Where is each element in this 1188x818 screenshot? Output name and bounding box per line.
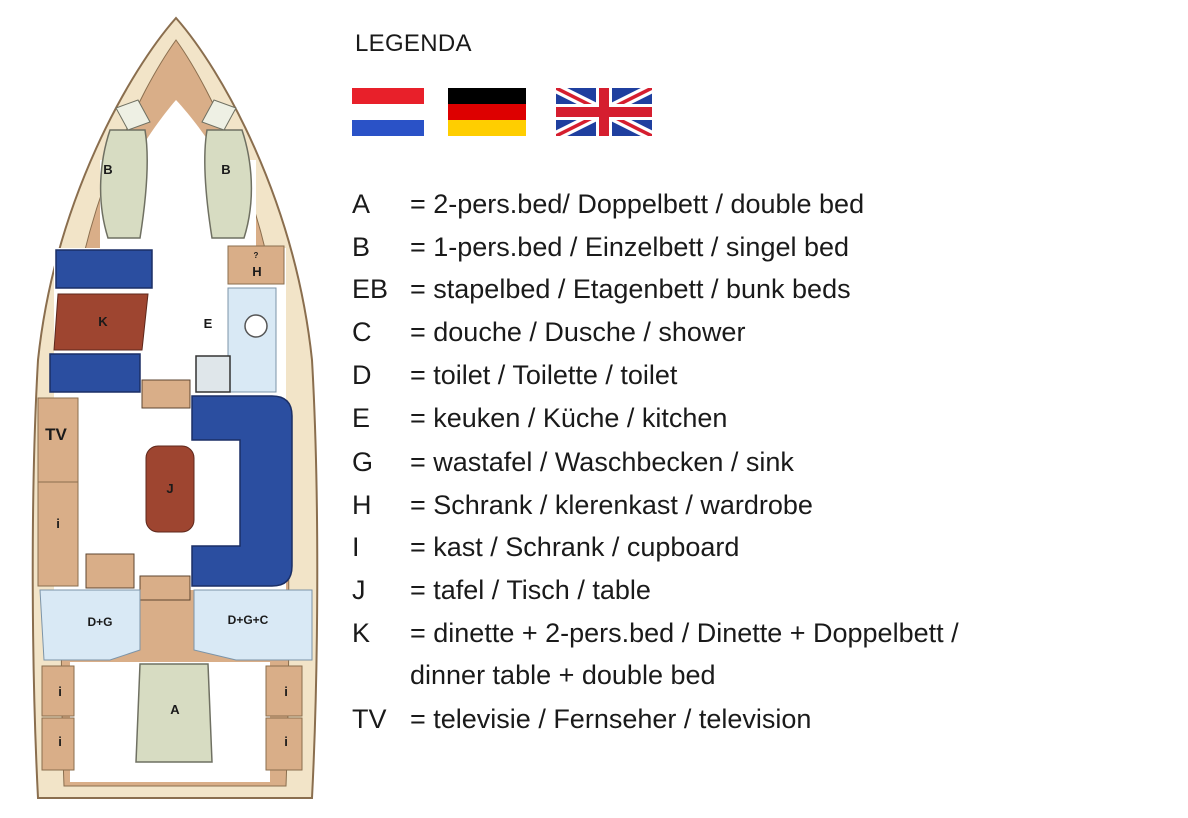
wardrobe-mark: ? <box>254 251 259 260</box>
legend-code: E <box>352 403 371 433</box>
legend-code: EB <box>352 274 389 304</box>
bed-starboard-label: B <box>221 162 230 177</box>
legend-code: D <box>352 360 372 390</box>
aft-bed <box>135 663 213 763</box>
german-flag-icon <box>448 88 526 136</box>
tv-cabinet <box>37 397 79 483</box>
legend-title: LEGENDA <box>355 30 472 57</box>
legend-text: = tafel / Tisch / table <box>410 575 651 605</box>
dutch-flag-icon <box>352 88 424 136</box>
aft-cupboard-1-label: i <box>58 684 62 699</box>
table-label: J <box>166 481 173 496</box>
legend-text: = keuken / Küche / kitchen <box>410 403 728 433</box>
legend-code: I <box>352 532 360 562</box>
legend-text: dinner table + double bed <box>410 660 716 690</box>
legend-code: C <box>352 317 372 347</box>
dinette-seat-bottom <box>49 353 141 393</box>
legend-code: K <box>352 618 371 648</box>
aft-cupboard-1 <box>41 665 75 717</box>
legend-text: = wastafel / Waschbecken / sink <box>410 447 794 477</box>
aft-cupboard-2 <box>41 717 75 771</box>
legend-text: = stapelbed / Etagenbett / bunk beds <box>410 274 851 304</box>
legend-code: H <box>352 490 372 520</box>
wardrobe <box>227 245 285 285</box>
forward-bed-starboard: B <box>201 99 253 239</box>
head-starboard <box>193 589 313 661</box>
aft-cupboard-3 <box>265 665 303 717</box>
bed-port-label: B <box>103 162 112 177</box>
legend-text: = douche / Dusche / shower <box>410 317 746 347</box>
steps-saloon <box>141 379 191 409</box>
aft-cupboard-3-label: i <box>284 684 288 699</box>
aft-cupboard-4-label: i <box>284 734 288 749</box>
legend-code: A <box>352 189 371 219</box>
legend-text: = televisie / Fernseher / television <box>410 704 812 734</box>
legend-code: G <box>352 447 374 477</box>
forward-bed-port: B <box>99 99 151 239</box>
aft-cupboard-2-label: i <box>58 734 62 749</box>
saloon-table <box>145 445 195 533</box>
kitchen-label: E <box>204 316 213 331</box>
head-port <box>39 589 141 661</box>
wardrobe-label: H <box>252 264 261 279</box>
steps-aft-center <box>139 575 191 601</box>
aft-cupboard-4 <box>265 717 303 771</box>
dinette-seat-top <box>55 249 153 289</box>
legend: LEGENDA A = 2-pers.bed/ Doppelbett / dou… <box>352 0 1188 818</box>
saloon-cupboard-label: i <box>56 516 60 531</box>
legend-code: TV <box>352 704 387 734</box>
boat-floor-plan: B B K ? H E TV i J D+G D+G+C A i i <box>31 16 319 799</box>
dinette-label: K <box>98 314 108 329</box>
head-starboard-label: D+G+C <box>228 613 269 627</box>
dinette-table <box>53 293 149 351</box>
sink <box>244 314 268 338</box>
legend-text: = dinette + 2-pers.bed / Dinette + Doppe… <box>410 618 959 648</box>
stove <box>195 355 231 393</box>
legend-text: = 1-pers.bed / Einzelbett / singel bed <box>410 232 850 262</box>
steps-aft-port <box>85 553 135 589</box>
saloon-seat <box>191 395 293 587</box>
head-port-label: D+G <box>87 615 112 629</box>
legend-text: = Schrank / klerenkast / wardrobe <box>410 490 813 520</box>
legend-text: = 2-pers.bed/ Doppelbett / double bed <box>410 189 865 219</box>
legend-text: = toilet / Toilette / toilet <box>410 360 678 390</box>
legend-code: B <box>352 232 371 262</box>
aft-bed-label: A <box>170 702 180 717</box>
uk-flag-icon <box>556 88 652 136</box>
legend-text: = kast / Schrank / cupboard <box>410 532 740 562</box>
legend-code: J <box>352 575 366 605</box>
tv-label: TV <box>45 425 67 444</box>
kitchen-counter <box>227 287 277 393</box>
saloon-cupboard <box>37 481 79 587</box>
